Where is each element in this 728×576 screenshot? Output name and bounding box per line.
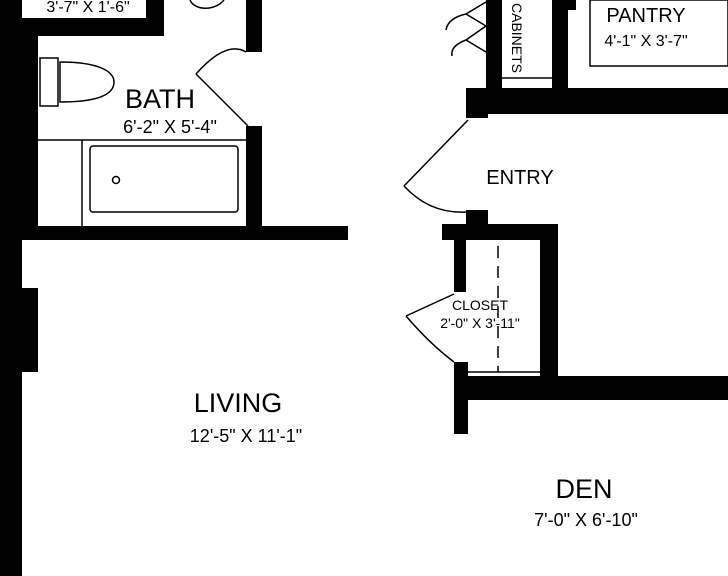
- bathtub: [89, 145, 239, 213]
- wall-top-closet-right: [146, 0, 164, 36]
- wall-closet-left: [454, 240, 466, 292]
- entry-label: ENTRY: [486, 167, 553, 189]
- cabinets-label: CABINETS: [509, 3, 525, 73]
- closet-dims: 2'-0" X 3'-11": [440, 315, 520, 331]
- wall-bath-bottom: [22, 226, 348, 240]
- living-dims: 12'-5" X 11'-1": [190, 426, 302, 446]
- cabinet-bifold-door[interactable]: [464, 1, 488, 53]
- wall-top-closet-bottom: [22, 18, 164, 36]
- wall-closet-right: [540, 240, 558, 380]
- den-dims: 7'-0" X 6'-10": [534, 510, 638, 530]
- tub-drain-icon: [111, 175, 121, 185]
- wall-entry-top: [466, 88, 728, 114]
- wall-bath-right-upper: [246, 0, 262, 52]
- bath-door-leaf[interactable]: [195, 73, 249, 127]
- wall-den-left: [454, 362, 468, 434]
- entry-door-swing: [403, 185, 467, 213]
- wall-bath-right-lower: [246, 126, 262, 226]
- pantry-box: [589, 0, 728, 67]
- top-left-closet-dims: 3'-7" X 1'-6": [46, 0, 129, 16]
- wall-pantry-left: [552, 0, 568, 92]
- wall-entry-post: [466, 88, 488, 118]
- bath-door-swing: [195, 48, 247, 75]
- pantry-label: PANTRY: [606, 5, 685, 27]
- doors: [195, 1, 488, 363]
- toilet-icon: [39, 57, 115, 107]
- fixtures: [38, 0, 728, 373]
- wall-closet-top: [442, 224, 558, 240]
- pantry-dims: 4'-1" X 3'-7": [604, 33, 687, 50]
- closet-door-leaf[interactable]: [405, 293, 455, 317]
- wall-den-top: [454, 376, 728, 400]
- bath-label: BATH: [125, 84, 195, 114]
- entry-door-leaf[interactable]: [403, 119, 469, 187]
- bath-dims: 6'-2" X 5'-4": [123, 117, 217, 137]
- closet-label: CLOSET: [452, 297, 508, 313]
- closet-door-swing: [405, 315, 455, 363]
- wall-pantry-top-strip: [568, 0, 576, 10]
- wall-left-upper: [0, 0, 22, 576]
- living-label: LIVING: [194, 388, 283, 418]
- wall-left-jog: [22, 288, 38, 372]
- wall-closet-post: [466, 210, 488, 240]
- labels: 3'-7" X 1'-6" BATH 6'-2" X 5'-4" CABINET…: [46, 0, 687, 530]
- wall-bath-left: [22, 36, 38, 226]
- sink-icon: [189, 0, 225, 9]
- wall-cabinet-right: [486, 0, 502, 90]
- cabinet-bifold-swing: [445, 13, 467, 57]
- den-label: DEN: [555, 474, 612, 504]
